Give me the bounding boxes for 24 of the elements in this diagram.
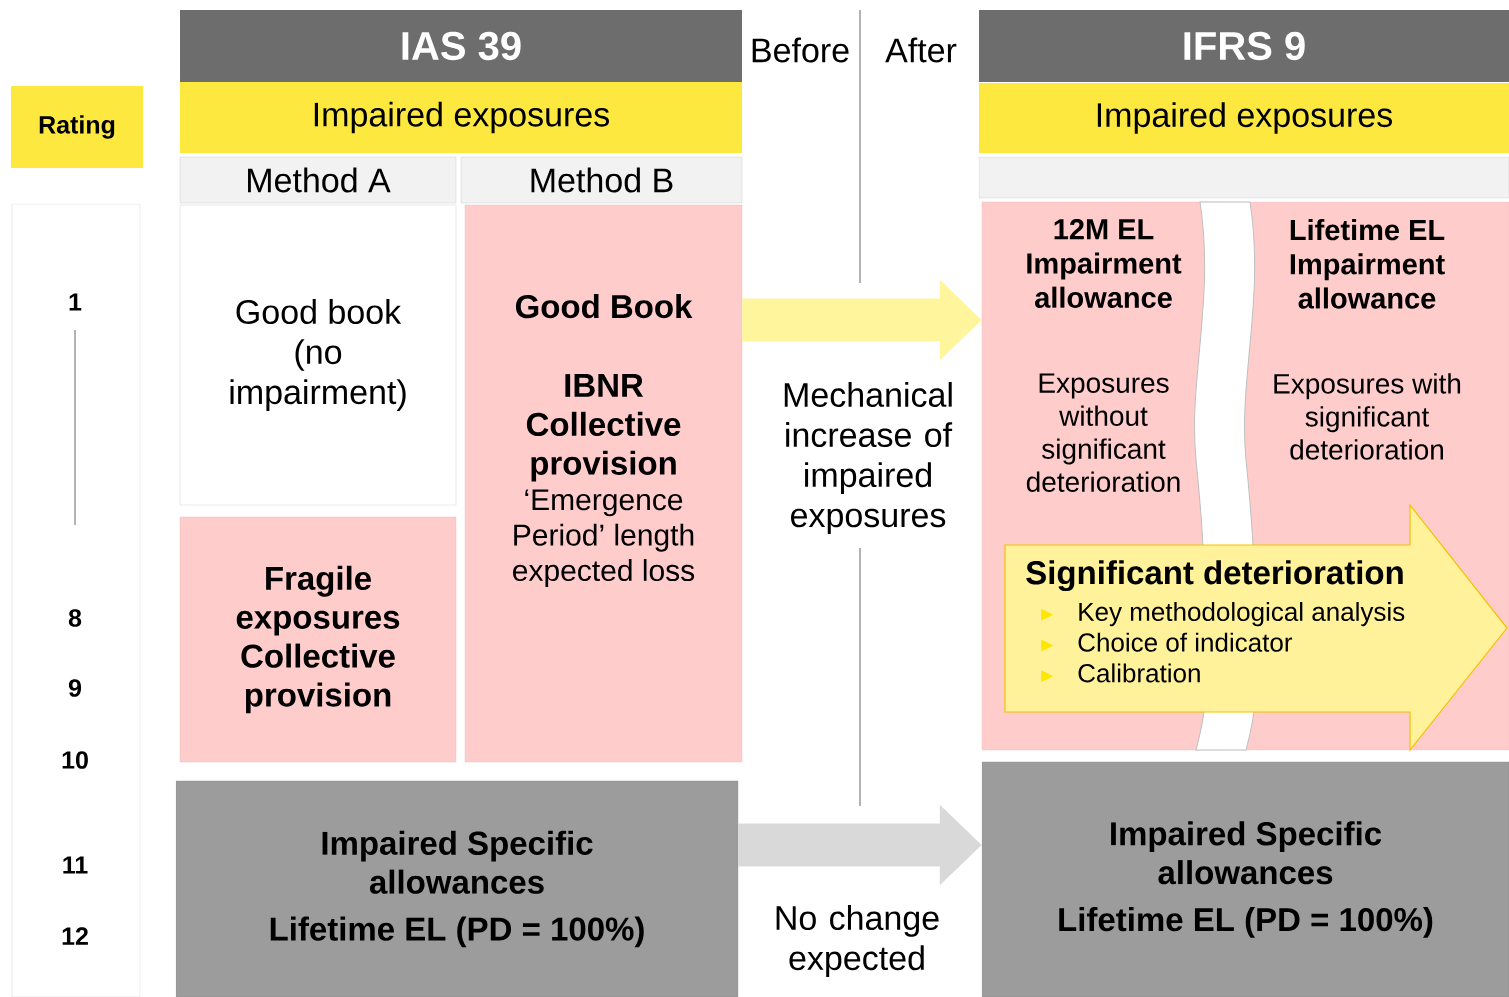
rating-number: 10 [62, 751, 88, 769]
standard-header: IAS 39 [180, 10, 742, 82]
impaired-box: Impaired Specific allowances Lifetime EL (PD = 100%) [175, 780, 739, 997]
column-header: Method A [179, 156, 457, 204]
category-band: Impaired exposures [979, 83, 1509, 153]
category-box: Fragile exposures Collective provision [179, 516, 457, 763]
period-label: After [884, 36, 958, 64]
rating-number: 11 [63, 856, 88, 874]
block-arrow-box: Significant deterioration Key methodological analysis Choice of indicator Calibration [1004, 503, 1508, 752]
rating-number: 12 [62, 927, 88, 945]
impaired-box: Impaired Specific allowances Lifetime EL (PD = 100%) [981, 761, 1509, 997]
rating-number: 8 [68, 609, 82, 627]
category-box: Good Book IBNR Collective provision ‘Emergence Period’ length expected loss [464, 204, 743, 763]
edge-label: No change expected [750, 903, 964, 979]
rating-number: 1 [69, 293, 82, 311]
column-header: Method B [460, 156, 743, 204]
edge-label: Mechanical increase of impaired exposures [761, 380, 975, 536]
standard-header: IFRS 9 [979, 10, 1509, 82]
rating-number: 9 [68, 679, 81, 697]
rating-header: Rating [11, 86, 143, 168]
empty-header-bar [978, 156, 1509, 199]
period-label: Before [748, 36, 852, 64]
category-box: Good book (no impairment) [179, 204, 457, 506]
category-band: Impaired exposures [180, 82, 742, 153]
